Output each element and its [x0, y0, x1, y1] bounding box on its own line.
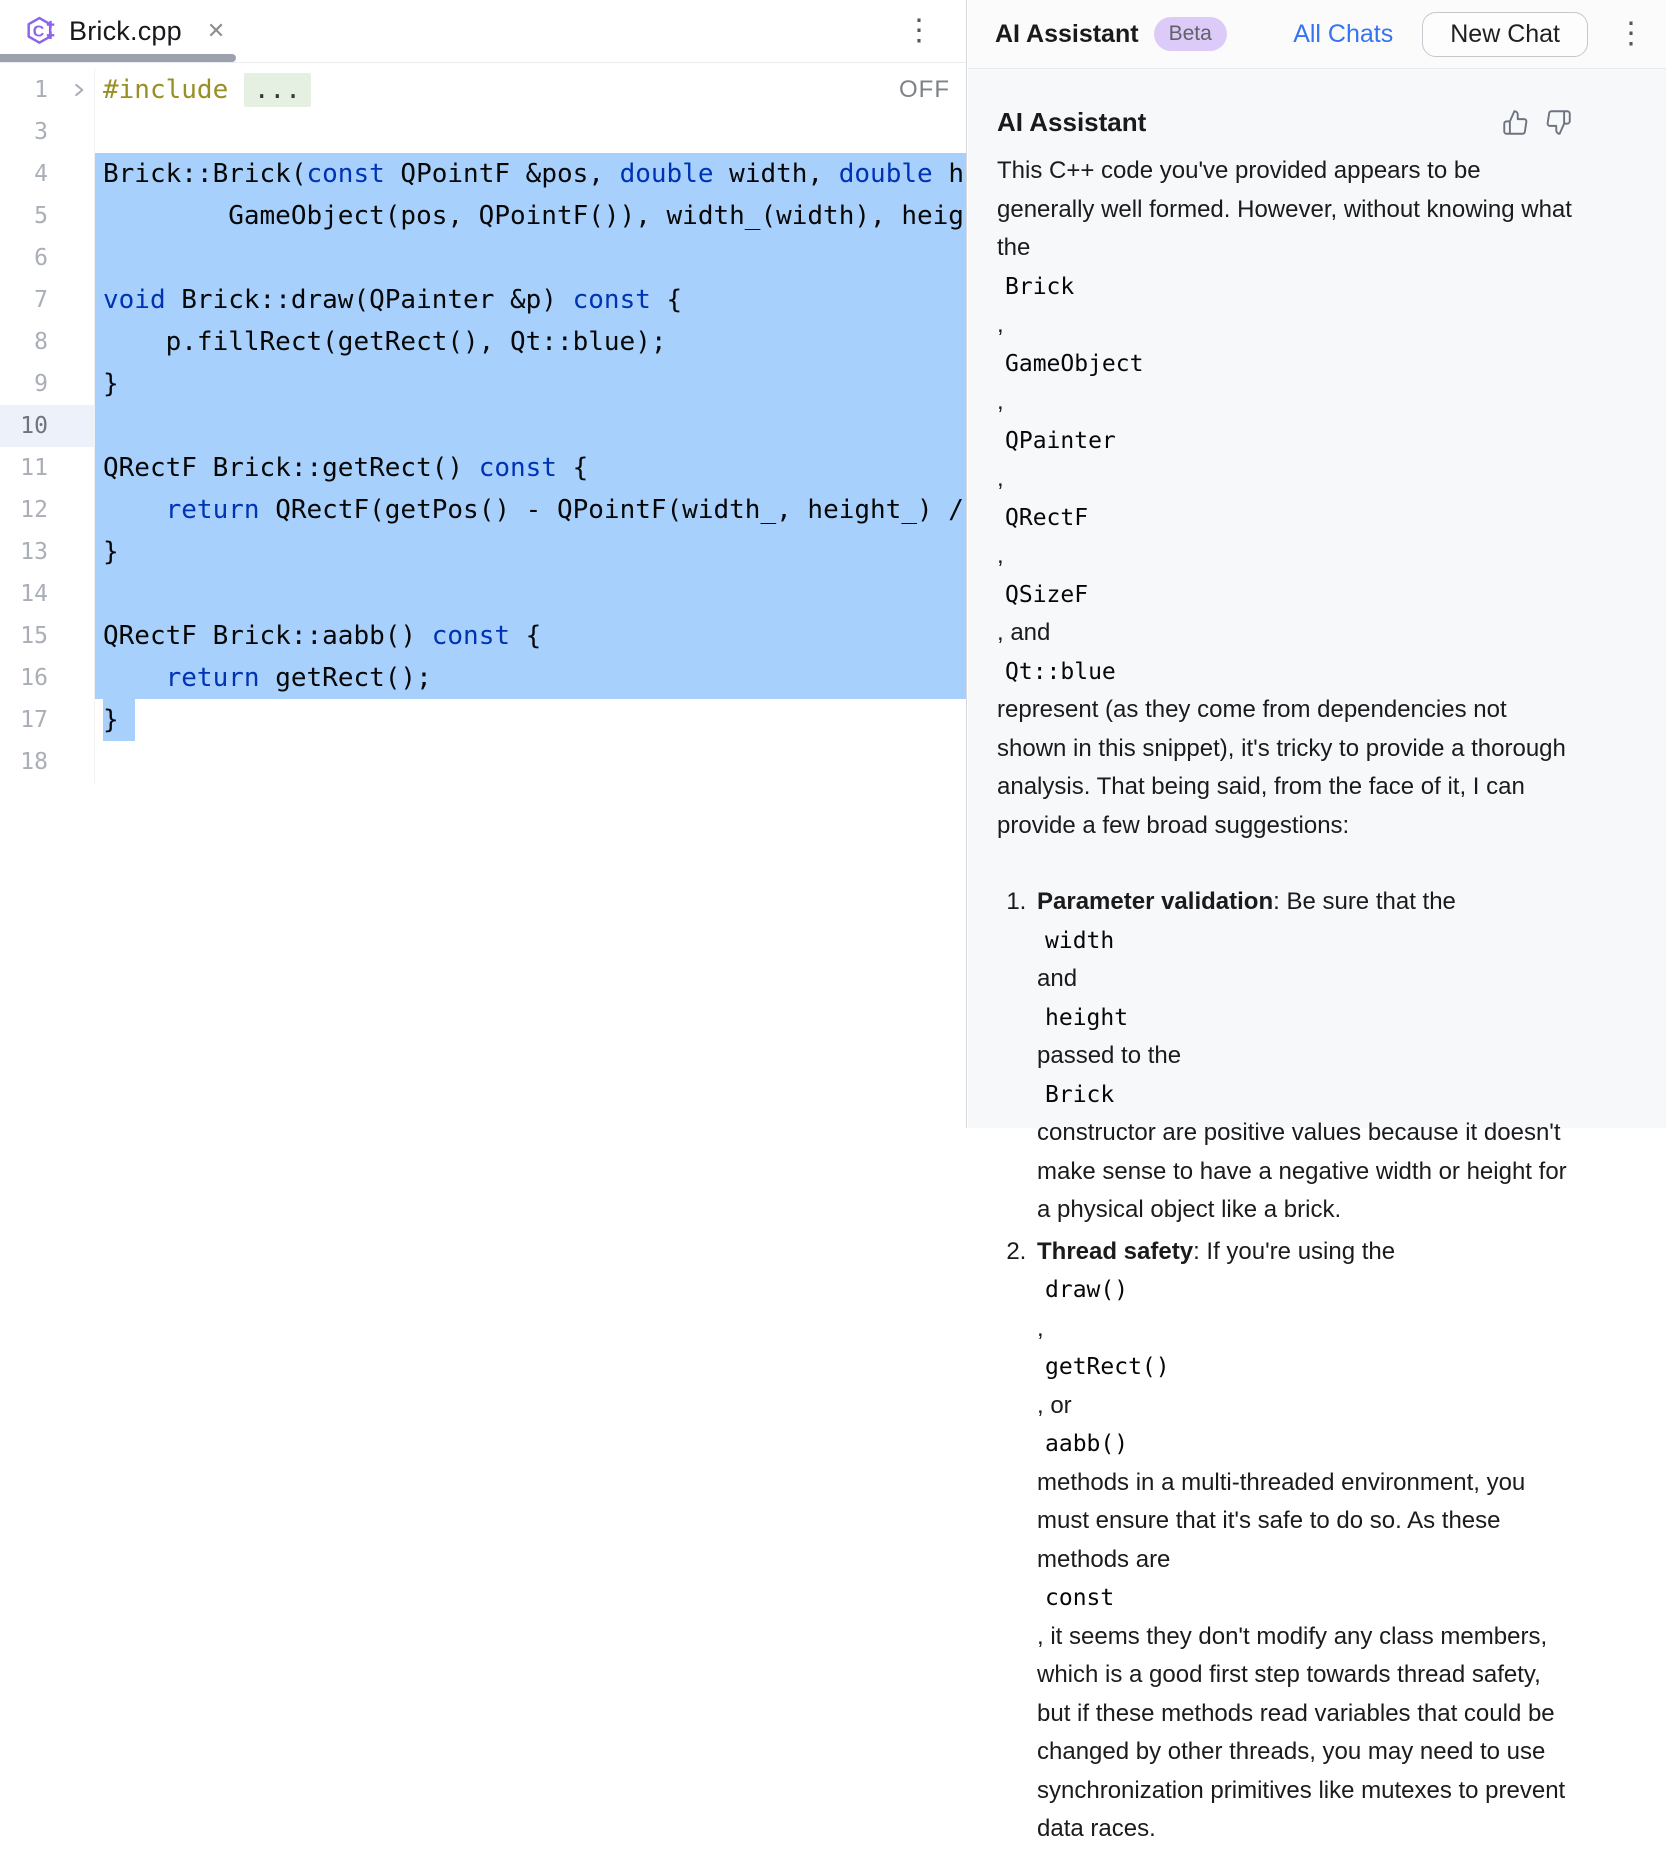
- panel-options-kebab-icon[interactable]: ⋮: [1616, 17, 1646, 50]
- line-number-17[interactable]: 17: [0, 699, 95, 741]
- fold-chevron-icon[interactable]: [70, 81, 88, 99]
- suggestion-item-2: Thread safety: If you're using the draw(…: [1033, 1233, 1572, 1849]
- line-number-14[interactable]: 14: [0, 573, 95, 615]
- thumbs-down-icon[interactable]: [1545, 109, 1572, 136]
- new-chat-button[interactable]: New Chat: [1422, 11, 1588, 57]
- line-number-3[interactable]: 3: [0, 111, 95, 153]
- code-line-10[interactable]: 10: [0, 405, 966, 447]
- suggestion-item-1: Parameter validation: Be sure that the w…: [1033, 883, 1572, 1230]
- line-number-7[interactable]: 7: [0, 279, 95, 321]
- code-line-13[interactable]: 13}: [0, 531, 966, 573]
- code-line-1[interactable]: 1#include ...: [0, 69, 966, 111]
- highlighting-off-label[interactable]: OFF: [899, 76, 950, 103]
- tab-brick-cpp[interactable]: C Brick.cpp ✕: [24, 0, 225, 62]
- code-line-18[interactable]: 18: [0, 741, 966, 783]
- beta-badge: Beta: [1153, 17, 1227, 51]
- code-line-9[interactable]: 9}: [0, 363, 966, 405]
- editor-options-kebab-icon[interactable]: ⋮: [904, 14, 934, 47]
- thumbs-up-icon[interactable]: [1502, 109, 1529, 136]
- folded-code-placeholder[interactable]: ...: [243, 73, 311, 107]
- chat-message: AI Assistant This C++ code you've provid…: [968, 69, 1602, 1849]
- tab-close-icon[interactable]: ✕: [206, 18, 226, 43]
- message-intro-paragraph: This C++ code you've provided appears to…: [997, 157, 1572, 839]
- line-number-10[interactable]: 10: [0, 405, 95, 447]
- code-line-5[interactable]: 5 GameObject(pos, QPointF()), width_(wid…: [0, 195, 966, 237]
- line-number-9[interactable]: 9: [0, 363, 95, 405]
- line-number-16[interactable]: 16: [0, 657, 95, 699]
- message-suggestions-list: Parameter validation: Be sure that the w…: [997, 883, 1572, 1849]
- ai-assistant-header: AI Assistant Beta All Chats New Chat ⋮: [968, 0, 1666, 69]
- line-number-12[interactable]: 12: [0, 489, 95, 531]
- line-number-11[interactable]: 11: [0, 447, 95, 489]
- code-line-14[interactable]: 14: [0, 573, 966, 615]
- editor-tab-bar: C Brick.cpp ✕ ⋮: [0, 0, 966, 63]
- line-number-15[interactable]: 15: [0, 615, 95, 657]
- line-number-5[interactable]: 5: [0, 195, 95, 237]
- all-chats-link[interactable]: All Chats: [1293, 19, 1394, 48]
- tab-label: Brick.cpp: [69, 15, 182, 46]
- code-line-8[interactable]: 8 p.fillRect(getRect(), Qt::blue);: [0, 321, 966, 363]
- ai-assistant-panel: AI Assistant Beta All Chats New Chat ⋮ A…: [968, 0, 1666, 1842]
- message-author: AI Assistant: [997, 107, 1147, 137]
- code-line-3[interactable]: 3: [0, 111, 966, 153]
- line-number-18[interactable]: 18: [0, 741, 95, 783]
- active-tab-underline: [0, 54, 236, 62]
- line-number-4[interactable]: 4: [0, 153, 95, 195]
- panel-title: AI Assistant: [995, 19, 1139, 48]
- code-line-12[interactable]: 12 return QRectF(getPos() - QPointF(widt…: [0, 489, 966, 531]
- code-line-16[interactable]: 16 return getRect();: [0, 657, 966, 699]
- line-number-6[interactable]: 6: [0, 237, 95, 279]
- line-number-13[interactable]: 13: [0, 531, 95, 573]
- code-line-6[interactable]: 6: [0, 237, 966, 279]
- line-number-8[interactable]: 8: [0, 321, 95, 363]
- line-number-1[interactable]: 1: [0, 69, 95, 111]
- cpp-file-icon: C: [27, 16, 55, 44]
- code-line-17[interactable]: 17}: [0, 699, 966, 741]
- svg-text:C: C: [33, 24, 45, 41]
